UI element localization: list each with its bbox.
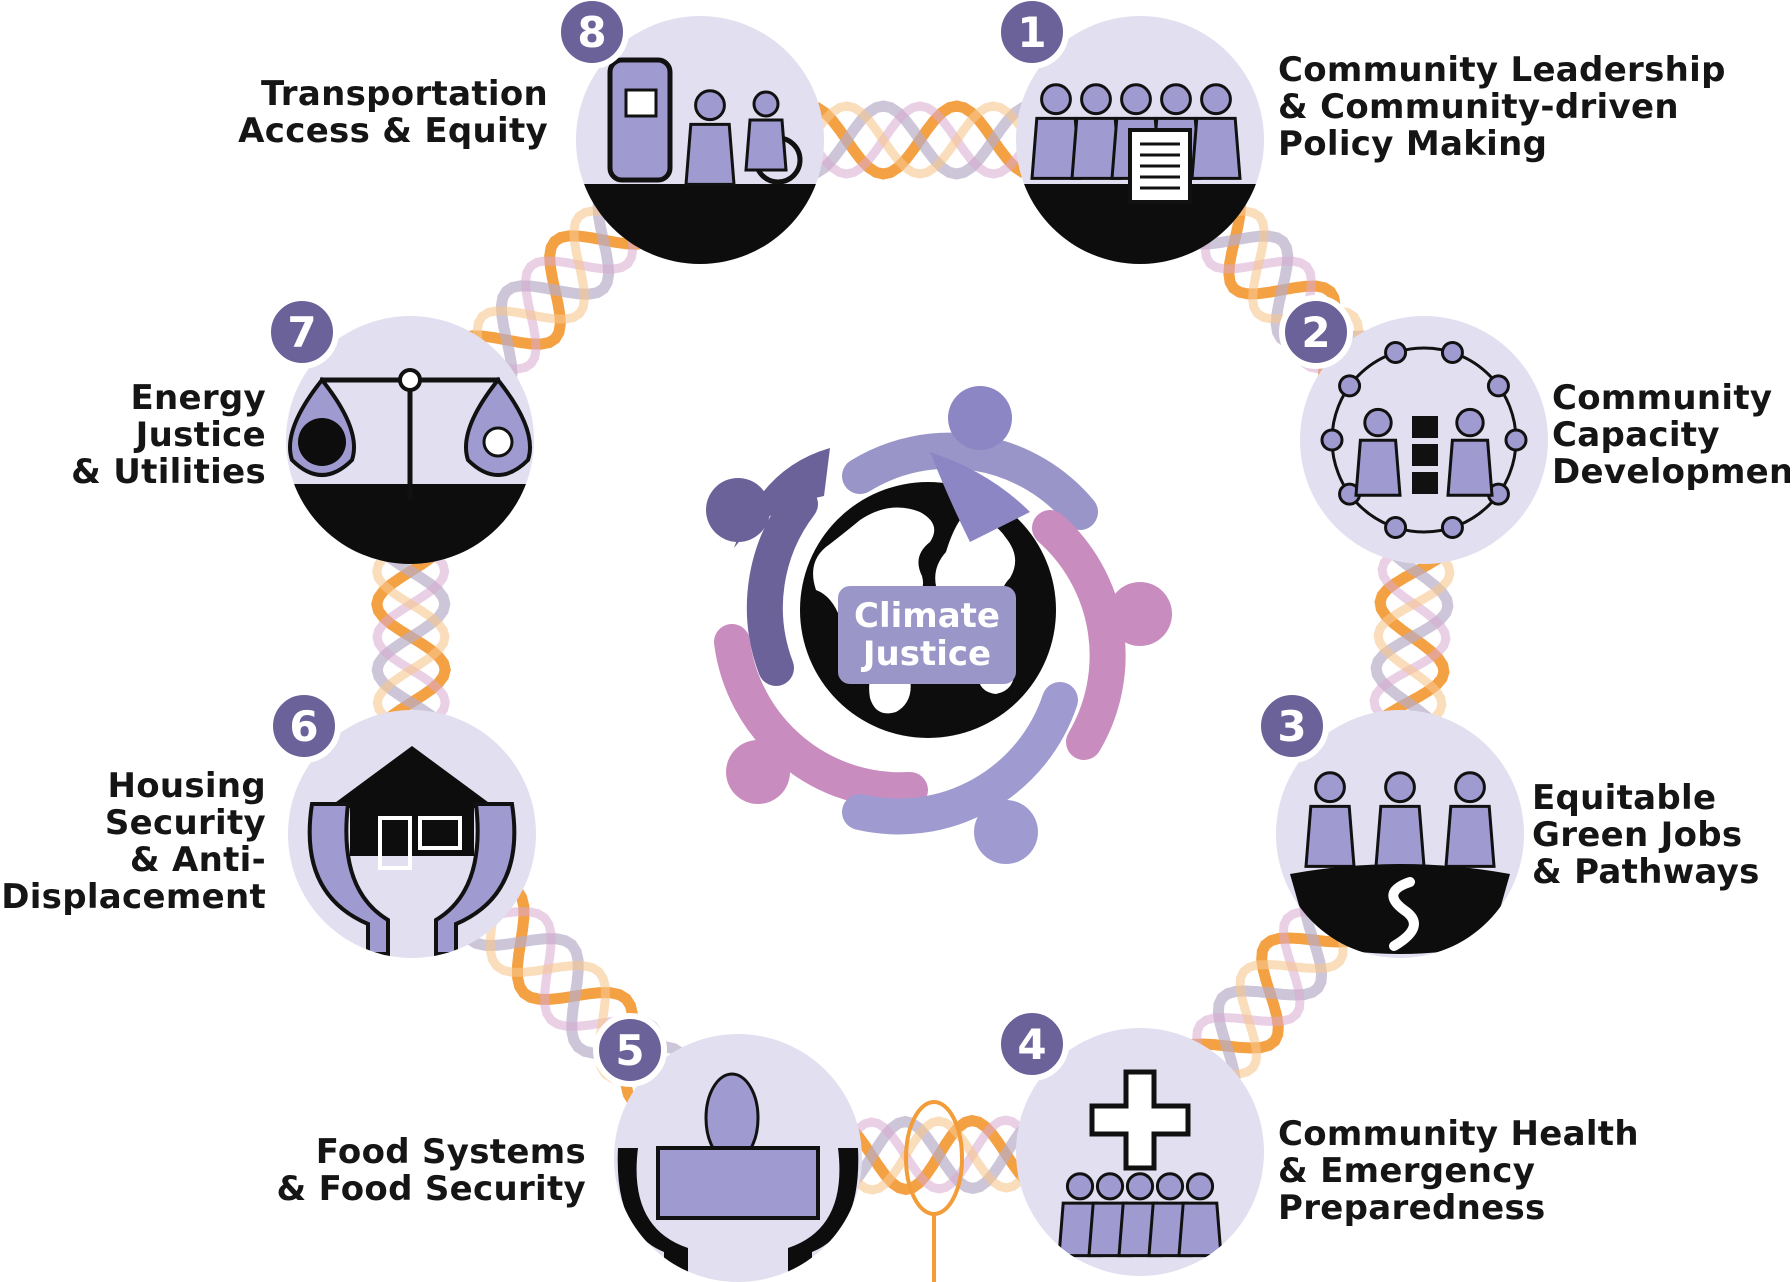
number-badge-8: 8 bbox=[555, 0, 629, 69]
badge-number: 3 bbox=[1277, 702, 1306, 751]
center-label-line2: Justice bbox=[862, 634, 992, 674]
label-line: Energy bbox=[130, 378, 266, 418]
bus-pedestrian-wheelchair-icon bbox=[576, 57, 824, 264]
person-head-light bbox=[974, 800, 1038, 864]
label-item-8: Transportation Access & Equity bbox=[238, 76, 548, 150]
label-line: Preparedness bbox=[1278, 1188, 1546, 1228]
label-line: Equitable bbox=[1532, 778, 1717, 818]
person-head-pink-lower bbox=[726, 740, 790, 804]
workers-pathway-icon bbox=[1290, 771, 1510, 954]
topic-circle-6: 6 bbox=[267, 689, 536, 958]
badge-number: 6 bbox=[289, 702, 318, 751]
label-line: Security bbox=[104, 803, 266, 843]
label-item-7: Energy Justice & Utilities bbox=[71, 380, 266, 491]
label-line: Transportation bbox=[261, 74, 548, 114]
person-arm-light bbox=[842, 682, 1078, 835]
label-line: Green Jobs bbox=[1532, 815, 1743, 855]
label-line: Community Health bbox=[1278, 1114, 1639, 1154]
label-item-5: Food Systems & Food Security bbox=[277, 1134, 586, 1208]
number-badge-4: 4 bbox=[995, 1007, 1069, 1081]
person-head-pink bbox=[1108, 582, 1172, 646]
label-item-3: Equitable Green Jobs & Pathways bbox=[1532, 780, 1760, 891]
topic-circle-bg bbox=[1300, 316, 1548, 564]
label-line: Housing bbox=[107, 766, 266, 806]
topic-circle-7: 7 bbox=[265, 295, 534, 564]
person-arm-pink-lower bbox=[714, 624, 928, 809]
label-item-6: Housing Security & Anti- Displacement bbox=[1, 768, 266, 916]
label-line: Development bbox=[1552, 452, 1790, 491]
label-line: Justice bbox=[135, 415, 266, 455]
number-badge-1: 1 bbox=[995, 0, 1069, 69]
label-item-1: Community Leadership & Community-driven … bbox=[1278, 52, 1726, 163]
number-badge-2: 2 bbox=[1279, 295, 1353, 369]
topic-circle-1: 1 bbox=[995, 0, 1264, 264]
person-arm-dark bbox=[746, 486, 818, 686]
badge-number: 8 bbox=[577, 8, 606, 57]
topic-circle-4: 4 bbox=[995, 1007, 1264, 1276]
hands-holding-food-icon bbox=[617, 1072, 859, 1282]
hands-holding-house-icon bbox=[307, 746, 517, 956]
person-head-mid bbox=[948, 386, 1012, 450]
label-line: Community Leadership bbox=[1278, 50, 1726, 90]
label-line: Displacement bbox=[1, 877, 266, 917]
topic-circle-5: 5 bbox=[593, 1013, 862, 1282]
number-badge-3: 3 bbox=[1255, 689, 1329, 763]
person-arm-mid bbox=[842, 432, 1098, 530]
badge-number: 1 bbox=[1017, 8, 1046, 57]
label-line: Food Systems bbox=[315, 1132, 586, 1172]
topic-circles: 1 2 3 4 5 6 7 8 bbox=[265, 0, 1548, 1282]
handshake-network-icon bbox=[1320, 341, 1528, 539]
topic-circle-3: 3 bbox=[1255, 689, 1524, 958]
center-label: Climate Justice bbox=[838, 586, 1016, 684]
label-line: Access & Equity bbox=[238, 111, 548, 151]
label-line: & Emergency bbox=[1278, 1151, 1536, 1191]
badge-number: 7 bbox=[287, 308, 316, 357]
medical-cross-people-icon bbox=[1057, 1069, 1223, 1258]
label-line: & Utilities bbox=[71, 452, 266, 492]
number-badge-5: 5 bbox=[593, 1013, 667, 1087]
lasso-loop-icon bbox=[904, 1100, 964, 1282]
center-label-line1: Climate bbox=[854, 596, 1000, 636]
label-item-4: Community Health & Emergency Preparednes… bbox=[1278, 1116, 1639, 1227]
badge-number: 4 bbox=[1017, 1020, 1046, 1069]
person-arm-pink bbox=[1032, 510, 1126, 760]
label-line: & Pathways bbox=[1532, 852, 1760, 892]
label-line: Community bbox=[1552, 380, 1773, 418]
topic-circle-2: 2 bbox=[1279, 295, 1548, 564]
label-line: Policy Making bbox=[1278, 124, 1548, 164]
badge-number: 5 bbox=[615, 1026, 644, 1075]
label-line: & Anti- bbox=[129, 840, 266, 880]
label-line: Capacity bbox=[1552, 415, 1720, 455]
person-body-mid bbox=[930, 452, 1030, 542]
balance-scale-globe-bulb-icon bbox=[286, 368, 534, 564]
person-head-dark bbox=[706, 478, 770, 542]
topic-circle-8: 8 bbox=[555, 0, 824, 264]
label-line: & Community-driven bbox=[1278, 87, 1679, 127]
number-badge-6: 6 bbox=[267, 689, 341, 763]
badge-number: 2 bbox=[1301, 308, 1330, 357]
label-item-2: Community Capacity Development bbox=[1552, 380, 1790, 491]
number-badge-7: 7 bbox=[265, 295, 339, 369]
label-line: & Food Security bbox=[276, 1169, 586, 1209]
